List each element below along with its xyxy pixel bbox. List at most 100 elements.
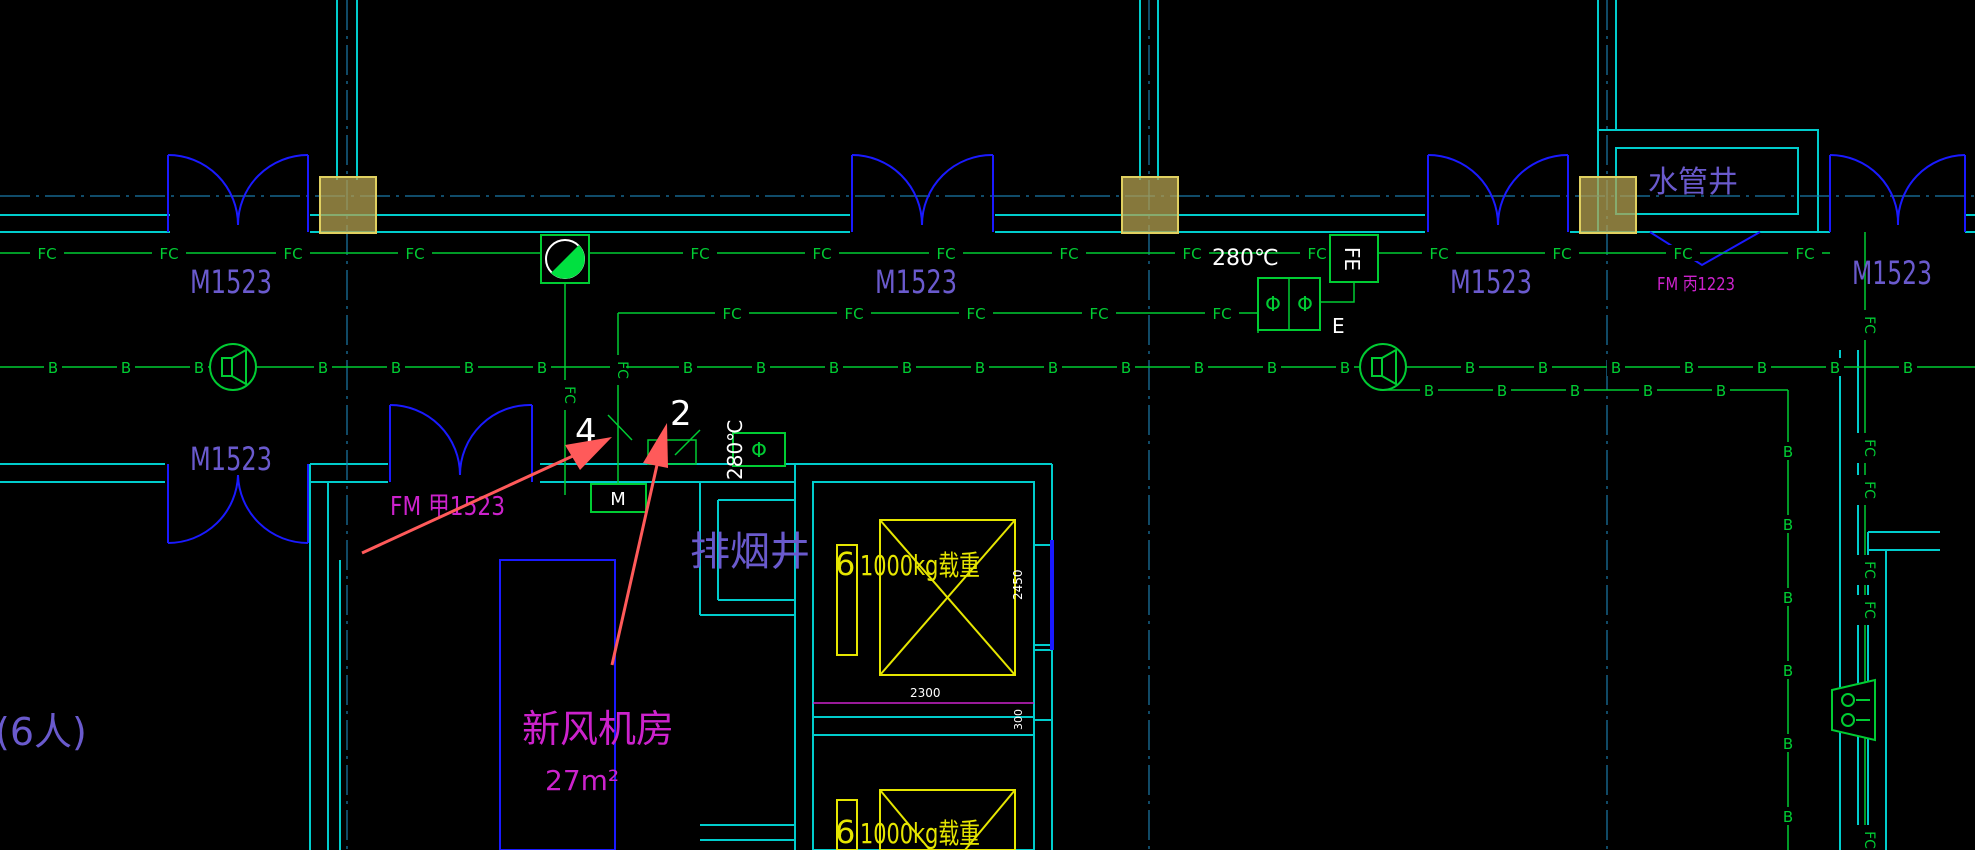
dim-2300: 2300 <box>910 686 941 700</box>
fc-label: FC <box>561 386 577 404</box>
e-label: E <box>1332 314 1345 338</box>
fc-label: FC <box>1182 245 1201 263</box>
fc-label: FC <box>690 245 709 263</box>
fc-label: FC <box>1861 601 1877 619</box>
columns <box>319 176 1637 234</box>
b-label: B <box>1716 382 1726 400</box>
b-label: B <box>1783 662 1793 680</box>
fc-label: FC <box>37 245 56 263</box>
fc-label: FC <box>1429 245 1448 263</box>
fc-label: FC <box>812 245 831 263</box>
b-label: B <box>391 359 401 377</box>
b-label: B <box>1194 359 1204 377</box>
m-label: M <box>610 489 626 510</box>
fan-icon <box>540 234 590 284</box>
b-label: B <box>537 359 547 377</box>
dim-300: 300 <box>1012 709 1025 730</box>
door-label-m1523: M1523 <box>190 263 272 301</box>
fe-box: FE <box>1320 234 1379 303</box>
fc-label: FC <box>1861 561 1877 579</box>
fc-label: FC <box>614 361 630 379</box>
b-label: B <box>48 359 58 377</box>
fc-label: FC <box>159 245 178 263</box>
elevator-capacity: 1000kg载重 <box>860 549 980 582</box>
b-label: B <box>1538 359 1548 377</box>
alarm-speaker-icon <box>1359 343 1407 391</box>
b-label: B <box>1570 382 1580 400</box>
temp-label: 280℃ <box>1212 246 1279 271</box>
b-labels-main: B B B B B B B B B B B B B B B B B B B B … <box>44 358 1917 377</box>
duct-box <box>647 439 697 465</box>
red-arrow-1 <box>361 437 612 555</box>
door-labels: M1523 M1523 M1523 M1523 M1523 <box>190 254 1932 478</box>
fc-label: FC <box>1059 245 1078 263</box>
elevator-capacity: 1000kg载重 <box>860 817 980 850</box>
b-label: B <box>1783 735 1793 753</box>
fire-damper-single: Φ <box>732 432 786 467</box>
occupancy-label: (6人) <box>0 710 87 754</box>
fe-label: FE <box>1340 247 1364 271</box>
dim-2450: 2450 <box>1011 569 1025 600</box>
b-label: B <box>1783 808 1793 826</box>
red-arrow-2 <box>610 423 668 666</box>
b-label: B <box>1757 359 1767 377</box>
b-label: B <box>1340 359 1350 377</box>
b-label: B <box>1424 382 1434 400</box>
fc-labels-top: FC FC FC FC FC FC FC FC FC FC FC FC FC F… <box>30 245 1822 263</box>
damper-symbol: Φ <box>751 438 767 462</box>
door-label-m1523: M1523 <box>875 263 957 301</box>
fire-damper-double: Φ Φ <box>1257 277 1321 331</box>
b-label: B <box>1684 359 1694 377</box>
b-label: B <box>1783 516 1793 534</box>
b-label: B <box>1048 359 1058 377</box>
fc-label: FC <box>1307 245 1326 263</box>
fc-label: FC <box>1795 245 1814 263</box>
room-label-smoke-shaft: 排烟井 <box>690 529 810 575</box>
b-label: B <box>1783 589 1793 607</box>
b-label: B <box>1611 359 1621 377</box>
door-label-m1523: M1523 <box>190 440 272 478</box>
b-label: B <box>121 359 131 377</box>
door-label-m1523: M1523 <box>1852 254 1932 292</box>
fc-label: FC <box>405 245 424 263</box>
b-label: B <box>1830 359 1840 377</box>
fc-label: FC <box>936 245 955 263</box>
b-label: B <box>975 359 985 377</box>
b-label: B <box>1643 382 1653 400</box>
b-label: B <box>1783 443 1793 461</box>
elevator-number: 6 <box>835 545 855 583</box>
room-area-label: 27m² <box>545 764 619 797</box>
room-label-water-shaft: 水管井 <box>1648 165 1738 200</box>
b-label: B <box>194 359 204 377</box>
b-label: B <box>318 359 328 377</box>
fc-label: FC <box>1861 831 1877 849</box>
door-label-fm-bing: FM 丙1223 <box>1657 274 1735 295</box>
b-label: B <box>683 359 693 377</box>
annotation-2: 2 <box>670 394 692 434</box>
elevator-2: 6 1000kg载重 <box>835 789 1016 850</box>
alarm-speaker-icon <box>209 343 257 391</box>
b-label: B <box>464 359 474 377</box>
b-label: B <box>902 359 912 377</box>
temp-label-vertical: 280℃ <box>723 419 747 480</box>
doors <box>167 153 1966 850</box>
fc-label: FC <box>1861 316 1877 334</box>
fc-label: FC <box>966 305 985 323</box>
fc-label: FC <box>1861 439 1877 457</box>
fc-label: FC <box>1212 305 1231 323</box>
damper-symbol: Φ <box>1265 292 1281 316</box>
fc-label: FC <box>1861 481 1877 499</box>
b-label: B <box>1121 359 1131 377</box>
b-label: B <box>1903 359 1913 377</box>
fc-label: FC <box>722 305 741 323</box>
fc-label: FC <box>1089 305 1108 323</box>
room-label-fresh-air: 新风机房 <box>522 707 674 751</box>
fc-label: FC <box>1673 245 1692 263</box>
elevator-1: 6 1000kg载重 2300 2450 300 <box>813 519 1034 730</box>
door-label-m1523: M1523 <box>1450 263 1532 301</box>
fc-labels-second: FC FC FC FC FC <box>715 305 1239 323</box>
b-label: B <box>1465 359 1475 377</box>
fc-label: FC <box>844 305 863 323</box>
